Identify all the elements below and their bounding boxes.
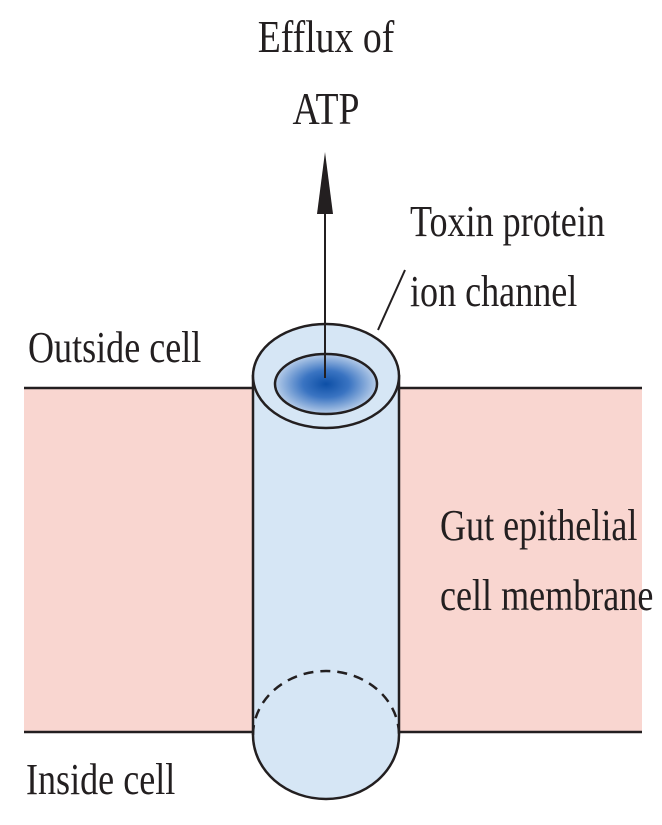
outside-cell-label: Outside cell — [28, 323, 202, 372]
channel-cylinder-body — [251, 374, 401, 801]
inside-cell-label: Inside cell — [26, 755, 176, 804]
membrane-label-line2: cell membrane — [440, 571, 654, 620]
channel-bottom-hidden-edge — [251, 669, 401, 736]
efflux-arrow-head — [317, 152, 333, 214]
toxin-label-line1: Toxin protein — [410, 197, 605, 246]
toxin-label-line2: ion channel — [410, 267, 578, 316]
membrane-label-line1: Gut epithelial — [440, 501, 638, 550]
toxin-leader-line — [377, 269, 406, 331]
efflux-label-line1: Efflux of — [257, 11, 395, 62]
efflux-label-line2: ATP — [292, 83, 360, 134]
